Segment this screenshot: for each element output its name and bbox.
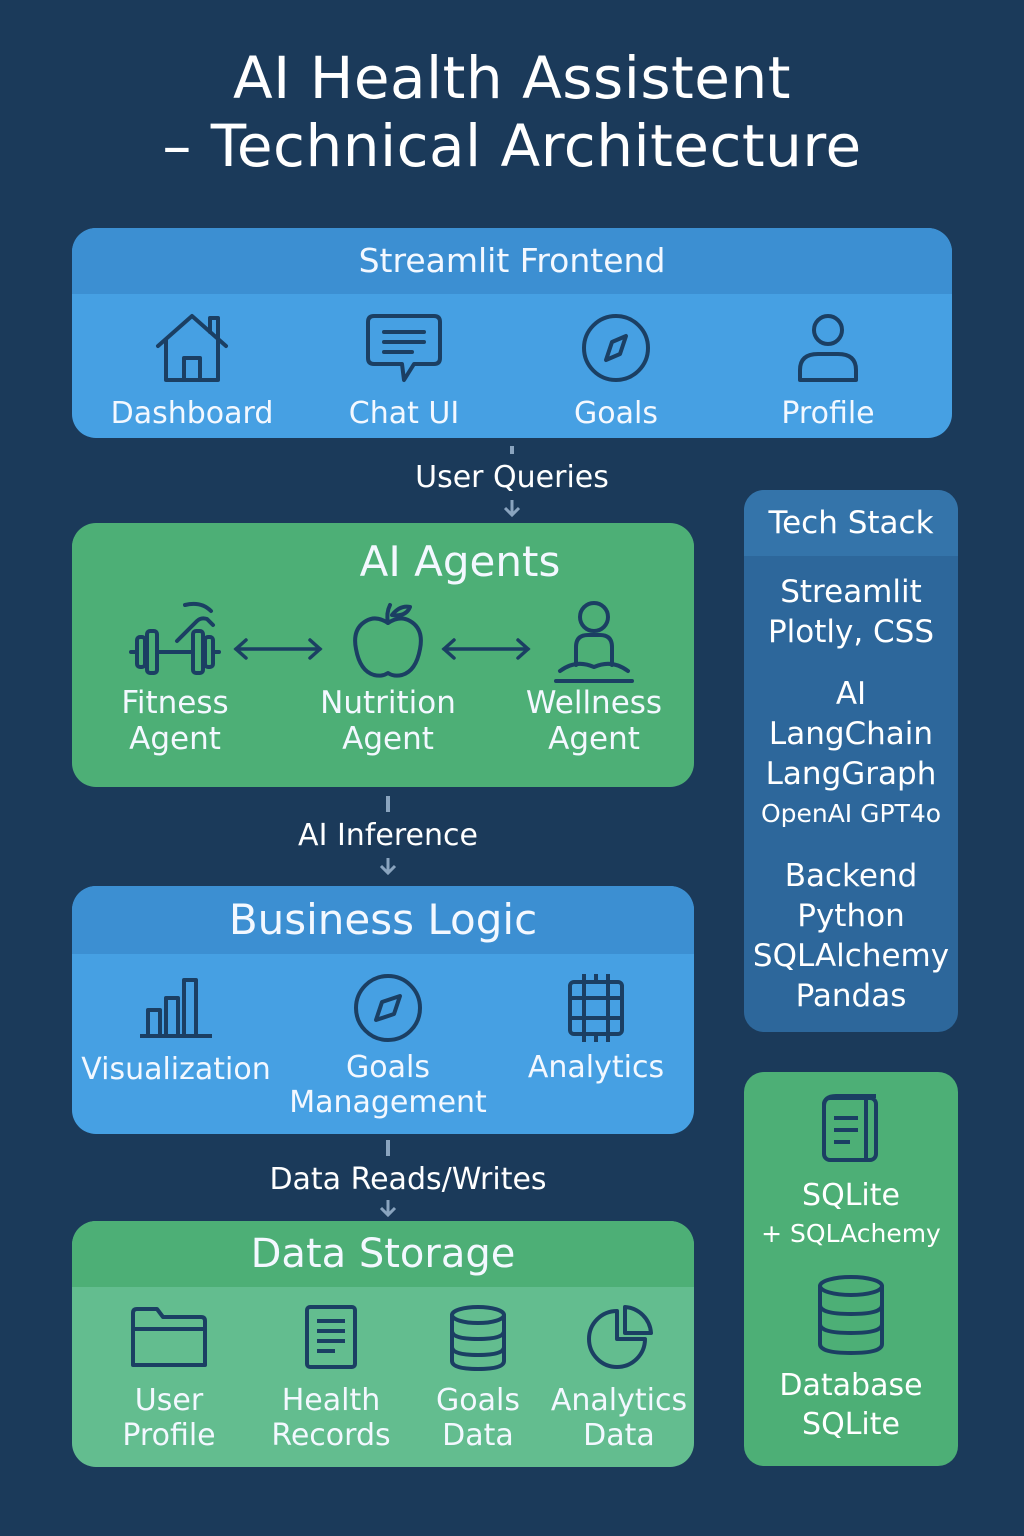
agents-item-wellness[interactable]: Wellness Agent — [496, 601, 692, 757]
tech-stack-ai: AI LangChain LangGraph OpenAI GPT4o — [744, 674, 958, 834]
tech-stack-item: LangChain — [768, 716, 934, 752]
storage-label-user-2: Profile — [122, 1418, 216, 1453]
chip-icon — [568, 974, 624, 1042]
agents-label-wellness-2: Agent — [548, 721, 640, 757]
agents-item-nutrition[interactable]: Nutrition Agent — [290, 601, 486, 757]
chat-icon — [366, 314, 442, 382]
business-item-analytics[interactable]: Analytics — [496, 970, 694, 1085]
business-label-goals-2: Management — [289, 1085, 487, 1120]
sqlite-icon — [822, 1094, 878, 1162]
storage-item-health-records[interactable]: Health Records — [244, 1305, 418, 1453]
storage-item-analytics-data[interactable]: Analytics Data — [544, 1305, 694, 1453]
tech-stack-item: Streamlit — [780, 574, 922, 610]
bidirectional-arrow-icon — [233, 638, 323, 660]
business-label-analytics: Analytics — [527, 1050, 665, 1085]
tech-stack-item: SQLAlchemy — [752, 938, 950, 974]
storage-panel: Data Storage User Profile Health Records… — [72, 1221, 694, 1467]
storage-header: Data Storage — [72, 1221, 694, 1287]
db-top-label-1: SQLite — [802, 1178, 900, 1213]
connector-line — [510, 446, 514, 454]
connector-line — [386, 796, 390, 812]
arrow-down-icon — [379, 858, 397, 876]
title-line-1: AI Health Assistent — [233, 44, 791, 112]
business-header: Business Logic — [72, 886, 694, 954]
arrow-down-icon — [379, 1200, 397, 1218]
pie-chart-icon — [587, 1305, 653, 1369]
storage-label-goals-1: Goals — [436, 1383, 520, 1418]
dumbbell-icon — [129, 601, 221, 675]
tech-stack-item: LangGraph — [765, 756, 937, 792]
tech-stack-box: Tech Stack Streamlit Plotly, CSS AI Lang… — [744, 490, 958, 1032]
page-title: AI Health Assistent – Technical Architec… — [0, 44, 1024, 180]
frontend-panel: Streamlit Frontend Dashboard Chat UI Goa… — [72, 228, 952, 438]
agents-label-nutrition-1: Nutrition — [320, 685, 456, 721]
db-bottom-label-2: SQLite — [802, 1407, 900, 1442]
agents-panel: AI Agents Fitness Agent Nutrition Agent — [72, 523, 694, 787]
agents-label-fitness-1: Fitness — [121, 685, 229, 721]
db-top-label-2: + SQLAchemy — [761, 1219, 941, 1248]
meditation-icon — [554, 601, 634, 683]
home-icon — [156, 314, 228, 382]
storage-label-user-1: User — [134, 1383, 204, 1418]
frontend-header: Streamlit Frontend — [72, 228, 952, 294]
arrow-down-icon — [503, 500, 521, 518]
connector-label: User Queries — [415, 460, 609, 495]
tech-stack-item: Plotly, CSS — [767, 614, 935, 650]
agents-label-nutrition-2: Agent — [342, 721, 434, 757]
connector-label: Data Reads/Writes — [269, 1162, 547, 1197]
frontend-item-profile[interactable]: Profile — [728, 310, 928, 431]
document-icon — [305, 1305, 357, 1369]
db-bottom-label-1: Database — [779, 1368, 923, 1403]
connector-line — [386, 1140, 390, 1156]
tech-stack-item: AI — [835, 676, 867, 712]
connector-data-rw: Data Reads/Writes — [188, 1140, 628, 1220]
storage-label-analytics-2: Data — [583, 1418, 655, 1453]
storage-item-user-profile[interactable]: User Profile — [82, 1305, 256, 1453]
frontend-item-goals[interactable]: Goals — [516, 310, 716, 431]
compass-icon — [582, 314, 650, 382]
business-panel: Business Logic Visualization Goals Manag… — [72, 886, 694, 1134]
user-icon — [798, 314, 858, 382]
compass-icon — [354, 974, 422, 1042]
connector-label: AI Inference — [298, 818, 478, 853]
tech-stack-header: Tech Stack — [744, 490, 958, 556]
tech-stack-item: Python — [797, 898, 905, 934]
frontend-label-dashboard: Dashboard — [110, 396, 274, 431]
frontend-label-goals: Goals — [574, 396, 658, 431]
storage-label-health-2: Records — [271, 1418, 391, 1453]
business-item-goals-management[interactable]: Goals Management — [286, 970, 490, 1120]
agents-item-fitness[interactable]: Fitness Agent — [78, 601, 272, 757]
storage-label-analytics-1: Analytics — [550, 1383, 688, 1418]
frontend-label-chat: Chat UI — [348, 396, 460, 431]
agents-label-fitness-2: Agent — [129, 721, 221, 757]
apple-icon — [353, 603, 423, 678]
frontend-item-chat[interactable]: Chat UI — [304, 310, 504, 431]
frontend-label-profile: Profile — [781, 396, 875, 431]
folder-icon — [131, 1307, 207, 1367]
tech-stack-item: Backend — [784, 858, 918, 894]
database-box: SQLite + SQLAchemy Database SQLite — [744, 1072, 958, 1466]
bidirectional-arrow-icon — [441, 638, 531, 660]
business-label-visualization: Visualization — [81, 1052, 271, 1087]
agents-label-wellness-1: Wellness — [525, 685, 663, 721]
tech-stack-item: OpenAI GPT4o — [760, 799, 942, 828]
agents-header: AI Agents — [72, 537, 694, 586]
connector-user-queries: User Queries — [312, 446, 712, 522]
tech-stack-frontend: Streamlit Plotly, CSS — [744, 572, 958, 652]
storage-item-goals-data[interactable]: Goals Data — [418, 1305, 538, 1453]
title-line-2: – Technical Architecture — [162, 112, 862, 180]
bar-chart-icon — [140, 978, 212, 1038]
tech-stack-backend: Backend Python SQLAlchemy Pandas — [744, 856, 958, 1016]
connector-ai-inference: AI Inference — [188, 796, 588, 880]
database-icon — [450, 1305, 506, 1371]
frontend-item-dashboard[interactable]: Dashboard — [92, 310, 292, 431]
storage-label-goals-2: Data — [442, 1418, 514, 1453]
business-label-goals-1: Goals — [346, 1050, 430, 1085]
tech-stack-item: Pandas — [795, 978, 907, 1014]
business-item-visualization[interactable]: Visualization — [76, 970, 276, 1087]
storage-label-health-1: Health — [281, 1383, 381, 1418]
database-icon — [818, 1275, 884, 1355]
